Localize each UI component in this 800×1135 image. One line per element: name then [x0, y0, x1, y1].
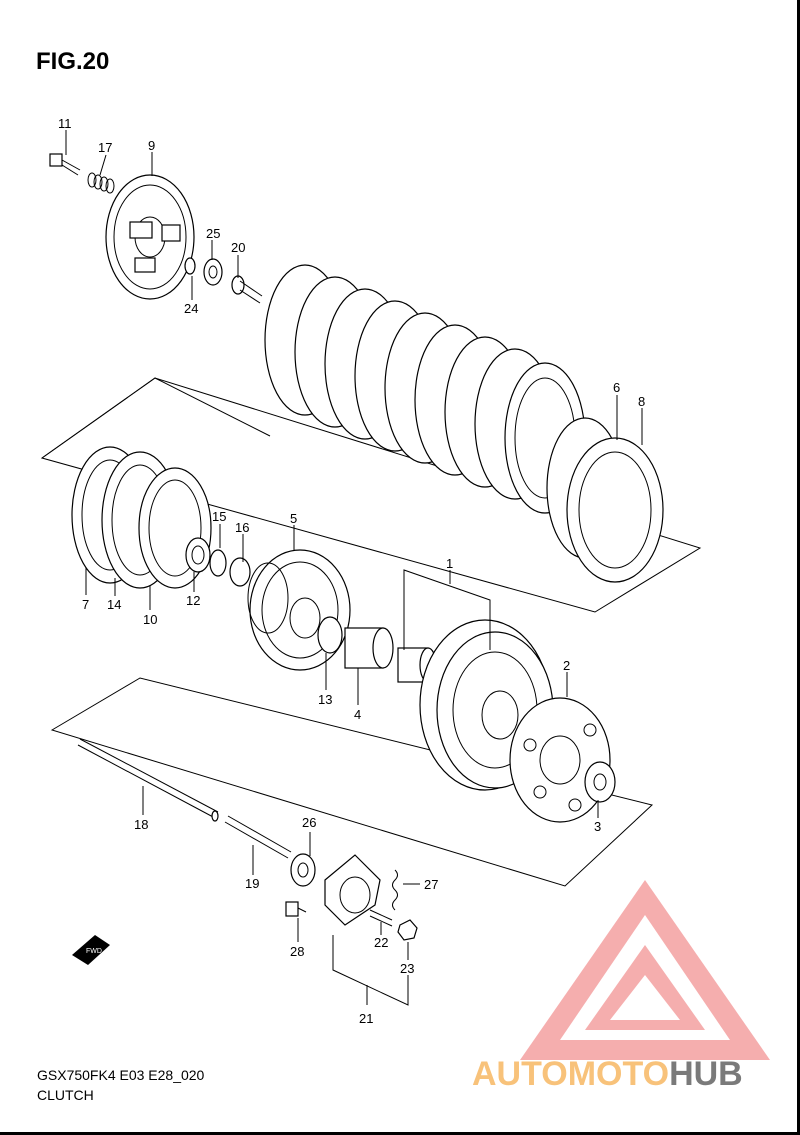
gear-2 — [509, 697, 611, 823]
figure-title: FIG.20 — [36, 48, 110, 75]
leader-lines — [65, 130, 643, 1006]
callout-15: 15 — [212, 509, 226, 524]
push-piece-20 — [231, 275, 263, 304]
callout-27: 27 — [424, 877, 438, 892]
callout-21: 21 — [359, 1011, 373, 1026]
pressure-plate-9 — [105, 174, 195, 300]
callout-1: 1 — [446, 556, 453, 571]
callout-17: 17 — [98, 140, 112, 155]
push-rod-18 — [77, 738, 219, 822]
fwd-marker-label: FWD — [86, 948, 102, 955]
release-assembly-21 — [324, 854, 381, 926]
callout-18: 18 — [134, 817, 148, 832]
washer-16 — [229, 557, 251, 587]
callout-10: 10 — [143, 612, 157, 627]
callout-25: 25 — [206, 226, 220, 241]
washer-13 — [317, 616, 343, 654]
callout-19: 19 — [245, 876, 259, 891]
driven-plate-8 — [566, 437, 664, 583]
callout-7: 7 — [82, 597, 89, 612]
callout-4: 4 — [354, 707, 361, 722]
section-name: CLUTCH — [37, 1087, 94, 1103]
callout-5: 5 — [290, 511, 297, 526]
callout-2: 2 — [563, 658, 570, 673]
callout-6: 6 — [613, 380, 620, 395]
callout-12: 12 — [186, 593, 200, 608]
callout-8: 8 — [638, 394, 645, 409]
callout-26: 26 — [302, 815, 316, 830]
seal-26 — [290, 853, 316, 887]
watermark-logo — [520, 880, 770, 1060]
bearing-25 — [203, 258, 223, 286]
watermark-text: AUTOMOTOHUB — [472, 1055, 743, 1093]
spring-27 — [392, 869, 398, 911]
callout-11: 11 — [58, 116, 72, 131]
callout-23: 23 — [400, 961, 414, 976]
section-frame-lower-outline — [50, 677, 654, 887]
callout-16: 16 — [235, 520, 249, 535]
nut-12 — [185, 537, 211, 573]
nut-23 — [397, 919, 418, 941]
spring-17 — [87, 172, 115, 194]
callout-3: 3 — [594, 819, 601, 834]
section-frame-upper — [41, 377, 271, 459]
callout-labels: 1 2 3 4 5 6 7 8 9 10 11 12 13 14 15 16 1… — [58, 116, 645, 1026]
washer-24 — [184, 257, 196, 275]
callout-24: 24 — [184, 301, 198, 316]
callout-9: 9 — [148, 138, 155, 153]
forward-arrow-icon: FWD — [72, 935, 110, 965]
callout-14: 14 — [107, 597, 121, 612]
bolt-28 — [285, 901, 307, 917]
callout-22: 22 — [374, 935, 388, 950]
callout-28: 28 — [290, 944, 304, 959]
washer-3 — [584, 761, 616, 803]
section-frame-upper-outline — [40, 377, 702, 613]
callout-20: 20 — [231, 240, 245, 255]
callout-13: 13 — [318, 692, 332, 707]
model-code: GSX750FK4 E03 E28_020 — [37, 1067, 205, 1083]
spring-seat-set — [71, 446, 212, 589]
screw-22 — [369, 909, 393, 927]
clutch-plate-stack — [264, 264, 664, 583]
push-rod-19 — [224, 815, 292, 859]
bolt-11 — [49, 153, 81, 176]
bearing-4 — [344, 627, 394, 669]
washer-15 — [209, 549, 227, 577]
